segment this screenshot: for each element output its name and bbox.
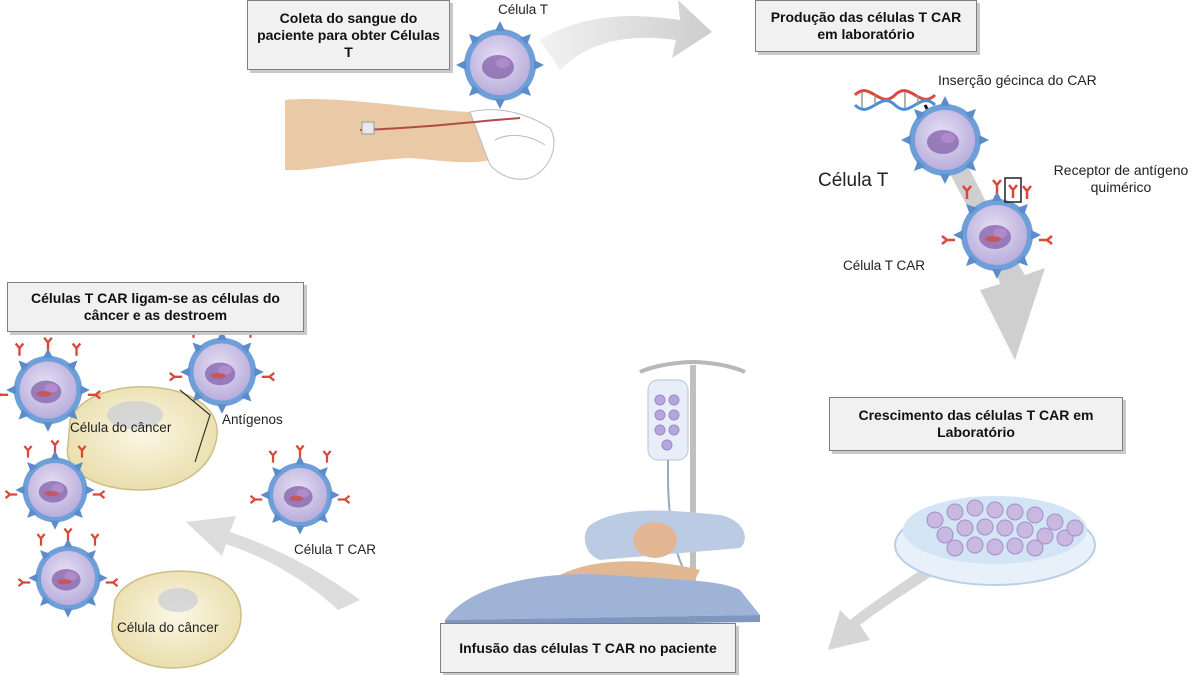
- label-receptor: Receptor de antígeno quimérico: [1053, 162, 1189, 195]
- arrow-infusion-to-binding: [186, 516, 360, 610]
- t-cell-top: [456, 21, 544, 109]
- label-t-cell-top: Célula T: [498, 2, 549, 17]
- arrow-growth-to-infusion: [828, 556, 955, 650]
- petri-dish: [894, 496, 1096, 586]
- label-antigens: Antígenos: [222, 412, 283, 427]
- label-gene-insertion: Inserção gécinca do CAR: [938, 72, 1097, 88]
- receptor-inset: [1004, 177, 1022, 203]
- dna-strand: [853, 89, 937, 111]
- step-growth-box: Crescimento das células T CAR em Laborat…: [829, 397, 1123, 451]
- label-car-t-right: Célula T CAR: [843, 258, 926, 273]
- arm-illustration: [285, 98, 555, 180]
- patient-in-bed: [445, 510, 760, 626]
- t-cell-right: [901, 96, 989, 184]
- cancer-cell-lower: [111, 570, 242, 669]
- label-cancer-cell-1: Célula do câncer: [70, 420, 172, 435]
- step-binding-box: Células T CAR ligam-se as células do cân…: [7, 282, 304, 332]
- car-t-cell-left-4: [251, 446, 350, 535]
- cancer-cell-upper: [66, 386, 218, 491]
- car-t-cell-right: [942, 180, 1052, 279]
- label-cancer-cell-2: Célula do câncer: [117, 620, 219, 635]
- car-t-cell-left-5: [18, 529, 117, 618]
- step-collect-box: Coleta do sangue do paciente para obter …: [247, 0, 450, 70]
- step-production-box: Produção das células T CAR em laboratóri…: [755, 0, 977, 52]
- step-infusion-box: Infusão das células T CAR no paciente: [440, 623, 736, 673]
- label-car-t-left: Célula T CAR: [294, 542, 377, 557]
- arrow-collect-to-production: [540, 0, 712, 70]
- antigens-bracket: [179, 389, 211, 463]
- label-t-cell-right: Célula T: [818, 170, 889, 191]
